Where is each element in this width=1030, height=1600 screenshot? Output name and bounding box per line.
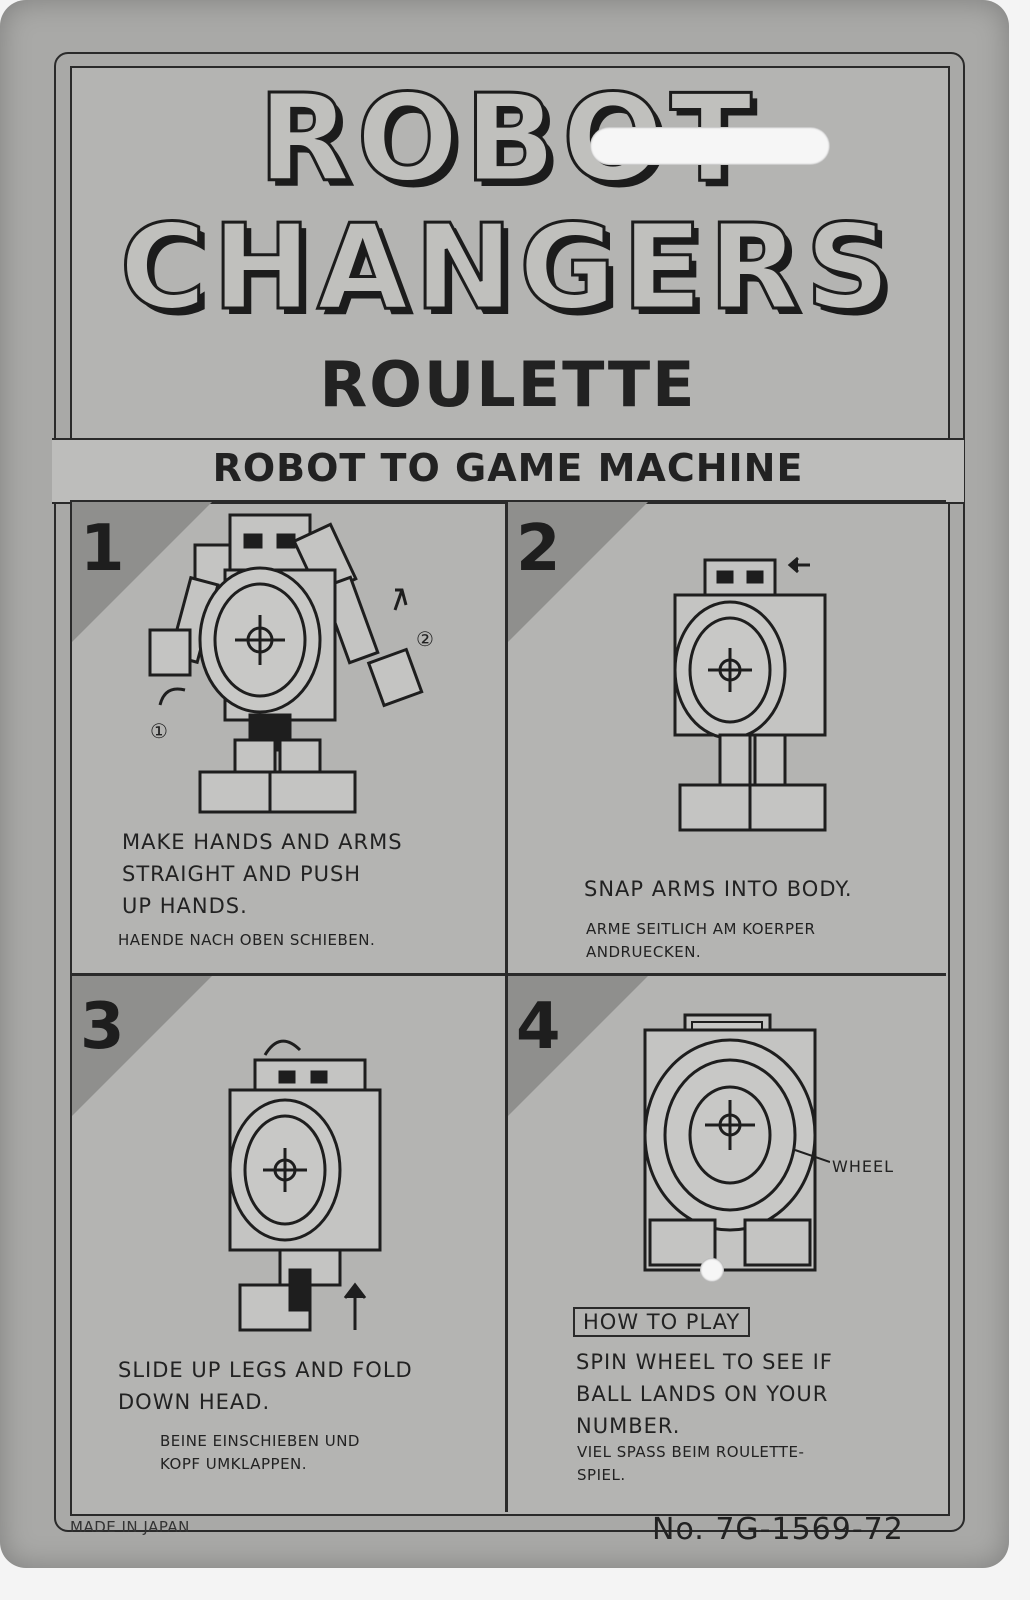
product-logo: ROBOT CHANGERS bbox=[70, 78, 946, 336]
product-subtitle: ROULETTE bbox=[319, 348, 697, 421]
step1-german: HAENDE NACH OBEN SCHIEBEN. bbox=[118, 931, 376, 949]
step3-line: SLIDE UP LEGS AND FOLD bbox=[118, 1358, 413, 1382]
step4-german: VIEL SPASS BEIM ROULETTE- SPIEL. bbox=[577, 1441, 804, 1487]
step3-german-line: BEINE EINSCHIEBEN UND bbox=[160, 1432, 360, 1450]
made-in-label: MADE IN JAPAN bbox=[70, 1518, 190, 1536]
step3-corner bbox=[72, 976, 212, 1116]
grid-horizontal-divider bbox=[70, 973, 946, 976]
grid-vertical-divider bbox=[505, 500, 508, 1512]
step3-robot-illustration bbox=[228, 1039, 382, 1332]
step2-corner bbox=[508, 502, 648, 642]
step-number-2: 2 bbox=[516, 512, 561, 586]
step4-roulette-machine-illustration bbox=[643, 1013, 830, 1272]
banner-title: ROBOT TO GAME MACHINE bbox=[212, 446, 804, 490]
step3-german-line: KOPF UMKLAPPEN. bbox=[160, 1455, 308, 1473]
step1-instructions: MAKE HANDS AND ARMS STRAIGHT AND PUSH UP… bbox=[122, 826, 403, 922]
step2-instructions: SNAP ARMS INTO BODY. bbox=[584, 877, 853, 901]
step-number-3: 3 bbox=[80, 990, 125, 1064]
hang-hole-overlay bbox=[590, 127, 830, 165]
step3-german: BEINE EINSCHIEBEN UND KOPF UMKLAPPEN. bbox=[160, 1430, 360, 1476]
step1-line: UP HANDS. bbox=[122, 894, 248, 918]
step4-instructions: SPIN WHEEL TO SEE IF BALL LANDS ON YOUR … bbox=[576, 1346, 833, 1442]
step2-german-line: ARME SEITLICH AM KOERPER bbox=[586, 920, 816, 938]
product-code: No. 7G-1569-72 bbox=[652, 1512, 904, 1547]
callout-1: ① bbox=[150, 719, 169, 743]
step4-line: SPIN WHEEL TO SEE IF bbox=[576, 1350, 833, 1374]
outer-frame bbox=[54, 52, 965, 1532]
grid-top-line bbox=[70, 500, 946, 502]
step1-robot-illustration bbox=[148, 513, 424, 814]
step1-line: STRAIGHT AND PUSH bbox=[122, 862, 362, 886]
wheel-label: WHEEL bbox=[832, 1157, 894, 1176]
logo-line-changers: CHANGERS bbox=[118, 198, 897, 336]
step2-german: ARME SEITLICH AM KOERPER ANDRUECKEN. bbox=[586, 918, 815, 964]
step3-line: DOWN HEAD. bbox=[118, 1390, 271, 1414]
how-to-play-box: HOW TO PLAY bbox=[573, 1307, 751, 1337]
step-number-1: 1 bbox=[80, 512, 125, 586]
step2-robot-illustration bbox=[673, 556, 827, 832]
pin-hole bbox=[700, 1258, 724, 1282]
step4-line: NUMBER. bbox=[576, 1414, 681, 1438]
step3-instructions: SLIDE UP LEGS AND FOLD DOWN HEAD. bbox=[118, 1354, 413, 1418]
step1-line: MAKE HANDS AND ARMS bbox=[122, 830, 403, 854]
step4-corner bbox=[508, 976, 648, 1116]
callout-2: ② bbox=[416, 627, 435, 651]
step4-line: BALL LANDS ON YOUR bbox=[576, 1382, 829, 1406]
step-number-4: 4 bbox=[516, 990, 561, 1064]
step4-german-line: SPIEL. bbox=[577, 1466, 626, 1484]
step2-german-line: ANDRUECKEN. bbox=[586, 943, 702, 961]
step4-german-line: VIEL SPASS BEIM ROULETTE- bbox=[577, 1443, 805, 1461]
